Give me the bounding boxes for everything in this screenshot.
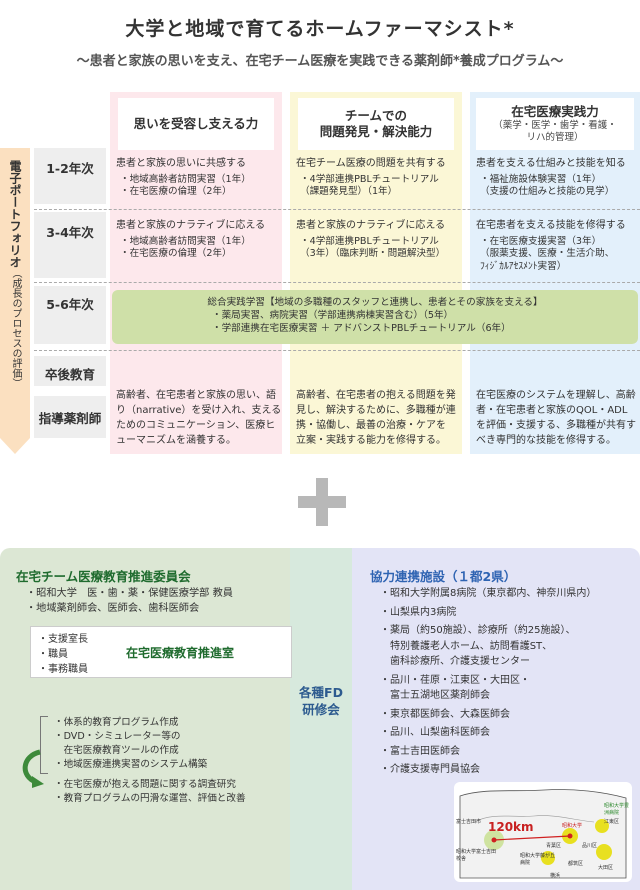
year-label-mentor: 指導薬剤師 (38, 411, 102, 426)
map-label: 昭和大学豊洲病院 (604, 803, 630, 816)
map-label: 昭和大学 (562, 823, 583, 829)
year-label-34: 3-4年次 (46, 225, 94, 240)
page-subtitle: 〜患者と家族の思いを支え、在宅チーム医療を実践できる薬剤師*養成プログラム〜 (76, 54, 564, 69)
cell-34-team: 患者と家族のナラティブに応える ・4学部連携PBLチュートリアル （3年）（臨床… (296, 220, 446, 259)
page-title: 大学と地域で育てるホームファーマシスト* (125, 18, 515, 40)
office-box (30, 626, 292, 678)
outcome-empathy: 高齢者、在宅患者と家族の思い、語り（narrative）を受け入れ、支えるための… (116, 390, 282, 446)
committee-members: ・昭和大学 医・歯・薬・保健医療学部 教員 ・地域薬剤師会、医師会、歯科医師会 (26, 588, 233, 614)
cycle-arrow-icon (22, 749, 44, 788)
committee-tasks: ・体系的教育プログラム作成 ・DVD・シミュレーター等の 在宅医療教育ツールの作… (54, 717, 246, 804)
cell-34-homecare: 在宅患者を支える技能を修得する ・在宅医療支援実習（3年） （服薬支援、医療・生… (476, 220, 626, 272)
map-distance: 120km (488, 820, 534, 834)
column-head-team: チームでの 問題発見・解決能力 (298, 98, 454, 150)
map-label: 富士吉田市 (456, 819, 482, 825)
cell-12-homecare: 患者を支える仕組みと技能を知る ・福祉施設体験実習（1年） （支援の仕組みと技能… (476, 158, 626, 197)
year-bg-mentor (34, 396, 106, 438)
outcome-arrows (110, 354, 640, 388)
portfolio-label: 電子ポートフォリオ（成長のプロセスの評価） (8, 160, 22, 388)
map-label: 青葉区 (546, 843, 562, 849)
map-label: 江東区 (604, 819, 620, 825)
year-label-56: 5-6年次 (46, 297, 94, 312)
row-divider (34, 282, 640, 283)
column-bg-empathy (110, 92, 282, 454)
year-bg-12 (34, 148, 106, 204)
map-label: 昭和大学富士吉田校舎 (456, 849, 497, 862)
year-bg-34 (34, 212, 106, 278)
column-head-empathy: 思いを受容し支える力 (118, 98, 274, 150)
year-bg-56 (34, 286, 106, 344)
column-head-homecare: 在宅医療実践力 （薬学・医学・歯学・看護・ リハ的管理） (476, 98, 634, 150)
map-label: 都筑区 (568, 861, 584, 867)
fd-panel (290, 548, 352, 890)
map-shape (459, 789, 627, 879)
outcome-homecare: 在宅医療のシステムを理解し、高齢者・在宅患者と家族のQOL・ADLを評価・支援す… (476, 390, 636, 446)
facilities-list: ・昭和大学附属8病院（東京都内、神奈川県内） ・山梨県内3病院 ・薬局（約50施… (380, 588, 597, 775)
region-map: 120km 富士吉田市 昭和大学富士吉田校舎 昭和大学 昭和大学藤が丘病院 青葉… (454, 782, 632, 882)
integrated-practice-box: 総合実践学習【地域の多職種のスタッフと連携し、患者とその家族を支える】 ・薬局実… (112, 290, 638, 344)
map-label: 品川区 (582, 843, 598, 849)
row-divider (34, 350, 640, 351)
map-label: 横浜 (550, 873, 561, 879)
row-divider (34, 209, 640, 210)
office-staff-list: ・支援室長 ・職員 ・事務職員 (38, 634, 88, 675)
cell-34-empathy: 患者と家族のナラティブに応える ・地域高齢者訪問実習（1年） ・在宅医療の倫理（… (116, 220, 266, 259)
facilities-title: 協力連携施設（１都2県） (370, 569, 517, 584)
fd-label: 各種FD 研修会 (299, 685, 343, 717)
column-bg-team (290, 92, 462, 454)
column-bg-homecare (470, 92, 640, 454)
plus-icon (298, 496, 346, 508)
year-label-post: 卒後教育 (44, 367, 95, 382)
cell-12-team: 在宅チーム医療の問題を共有する ・4学部連携PBLチュートリアル （課題発見型）… (296, 158, 446, 197)
committee-title: 在宅チーム医療教育推進委員会 (16, 569, 191, 584)
office-label: 在宅医療教育推進室 (126, 646, 235, 660)
tasks-bracket (40, 716, 48, 774)
committee-panel (0, 548, 310, 890)
outcome-team: 高齢者、在宅患者の抱える問題を発見し、解決するために、多職種が連携・協働し、最善… (296, 390, 456, 446)
cell-12-empathy: 患者と家族の思いに共感する ・地域高齢者訪問実習（1年） ・在宅医療の倫理（2年… (116, 158, 251, 197)
map-label: 大田区 (598, 865, 614, 871)
year-bg-post (34, 356, 106, 386)
portfolio-arrow (0, 148, 30, 454)
map-label: 昭和大学藤が丘病院 (520, 853, 556, 866)
year-label-12: 1-2年次 (46, 161, 94, 176)
